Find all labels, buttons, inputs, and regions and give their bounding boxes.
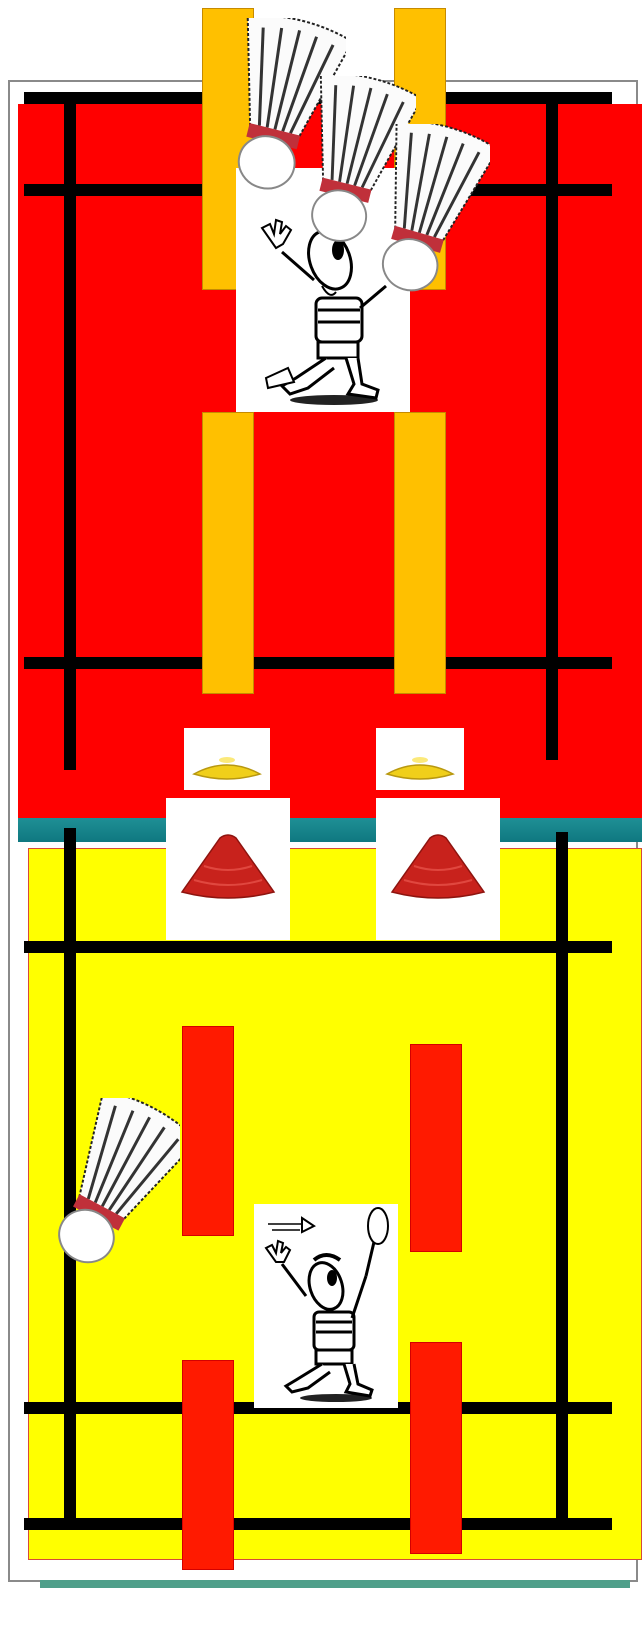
near-zone: [410, 1044, 462, 1252]
far-court-line: [64, 104, 76, 770]
small-yellow-cone-icon: [376, 728, 464, 790]
red-cone-icon: [166, 798, 290, 940]
far-zone: [394, 412, 446, 694]
shuttlecock-icon: [360, 124, 490, 302]
near-court-line: [24, 941, 612, 953]
near-zone: [182, 1360, 234, 1570]
far-court-line: [546, 96, 558, 760]
small-yellow-cone-icon: [184, 728, 270, 790]
far-court-line: [24, 657, 612, 669]
net: [18, 818, 642, 842]
far-zone: [202, 412, 254, 694]
near-court-line: [24, 1518, 612, 1530]
near-zone: [410, 1342, 462, 1554]
shuttlecock-icon: [44, 1098, 180, 1278]
near-court-line: [556, 832, 568, 1524]
near-zone: [182, 1026, 234, 1236]
baseline-strip: [40, 1580, 630, 1588]
player-with-racket-cartoon-icon: [254, 1204, 398, 1408]
red-cone-icon: [376, 798, 500, 940]
